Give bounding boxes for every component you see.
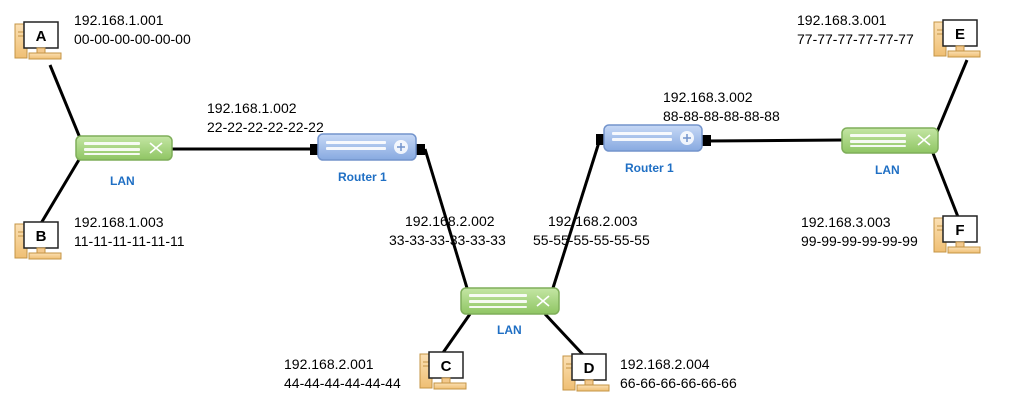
switch-label-lan-1: LAN xyxy=(110,174,135,188)
switch-lan-3 xyxy=(841,127,939,154)
host-b-ip: 192.168.1.003 xyxy=(74,214,164,230)
computer-e-icon: E xyxy=(933,19,981,58)
router1-if2-ip: 192.168.2.002 xyxy=(405,213,495,229)
router-ports xyxy=(310,134,711,155)
router-icon xyxy=(394,140,408,154)
link-a-lan1 xyxy=(48,64,82,139)
switch-icon xyxy=(917,134,931,146)
link-router1-lan2 xyxy=(423,148,469,289)
link-router2-lan2 xyxy=(551,138,602,289)
host-f-mac: 99-99-99-99-99-99 xyxy=(801,233,918,249)
host-d-mac: 66-66-66-66-66-66 xyxy=(620,375,737,391)
link-lan2-c xyxy=(438,313,472,358)
router-2 xyxy=(603,124,703,152)
computer-b-letter: B xyxy=(36,228,47,245)
router2-if2-ip: 192.168.3.002 xyxy=(663,89,753,105)
computer-d-icon: D xyxy=(562,353,610,392)
host-c-mac: 44-44-44-44-44-44 xyxy=(284,375,401,391)
router2-port-left xyxy=(596,134,605,145)
computer-d-letter: D xyxy=(584,360,595,377)
host-d-ip: 192.168.2.004 xyxy=(620,356,710,372)
router1-if2-mac: 33-33-33-33-33-33 xyxy=(389,232,506,248)
switch-label-lan-2: LAN xyxy=(497,323,522,337)
computer-a-icon: A xyxy=(14,21,62,60)
router2-if1-ip: 192.168.2.003 xyxy=(548,213,638,229)
switch-lan-1 xyxy=(75,135,173,161)
computer-c-icon: C xyxy=(419,351,467,390)
link-f-lan3 xyxy=(929,147,962,223)
computer-f-letter: F xyxy=(955,222,964,239)
router1-if1-mac: 22-22-22-22-22-22 xyxy=(207,119,324,135)
host-f-ip: 192.168.3.003 xyxy=(801,214,891,230)
switch-icon xyxy=(149,142,163,154)
router-1 xyxy=(317,133,417,161)
router1-port-right xyxy=(416,144,425,155)
router2-port-right xyxy=(702,135,711,146)
host-a-mac: 00-00-00-00-00-00 xyxy=(74,31,191,47)
host-a-ip: 192.168.1.001 xyxy=(74,12,164,28)
switch-icon xyxy=(536,295,550,307)
link-lan2-d xyxy=(543,312,590,362)
computer-e-letter: E xyxy=(955,26,965,43)
switch-lan-2 xyxy=(460,287,560,315)
router-icon xyxy=(680,131,694,145)
computer-b-icon: B xyxy=(14,221,62,260)
links xyxy=(38,59,969,362)
computer-f-icon: F xyxy=(933,215,981,254)
router2-if1-mac: 55-55-55-55-55-55 xyxy=(533,232,650,248)
router2-if2-mac: 88-88-88-88-88-88 xyxy=(663,108,780,124)
router1-port-left xyxy=(310,144,319,155)
host-e-mac: 77-77-77-77-77-77 xyxy=(797,31,914,47)
link-router2-lan3 xyxy=(705,138,844,143)
computer-a-letter: A xyxy=(36,28,47,45)
switch-label-lan-3: LAN xyxy=(875,163,900,177)
router-label-1: Router 1 xyxy=(338,170,387,184)
router-label-2: Router 1 xyxy=(625,161,674,175)
link-e-lan3 xyxy=(935,59,969,133)
router1-if1-ip: 192.168.1.002 xyxy=(207,100,297,116)
host-b-mac: 11-11-11-11-11-11 xyxy=(74,233,185,249)
computer-c-letter: C xyxy=(441,358,452,375)
host-e-ip: 192.168.3.001 xyxy=(797,12,887,28)
link-b-lan1 xyxy=(38,157,82,226)
host-c-ip: 192.168.2.001 xyxy=(284,356,374,372)
